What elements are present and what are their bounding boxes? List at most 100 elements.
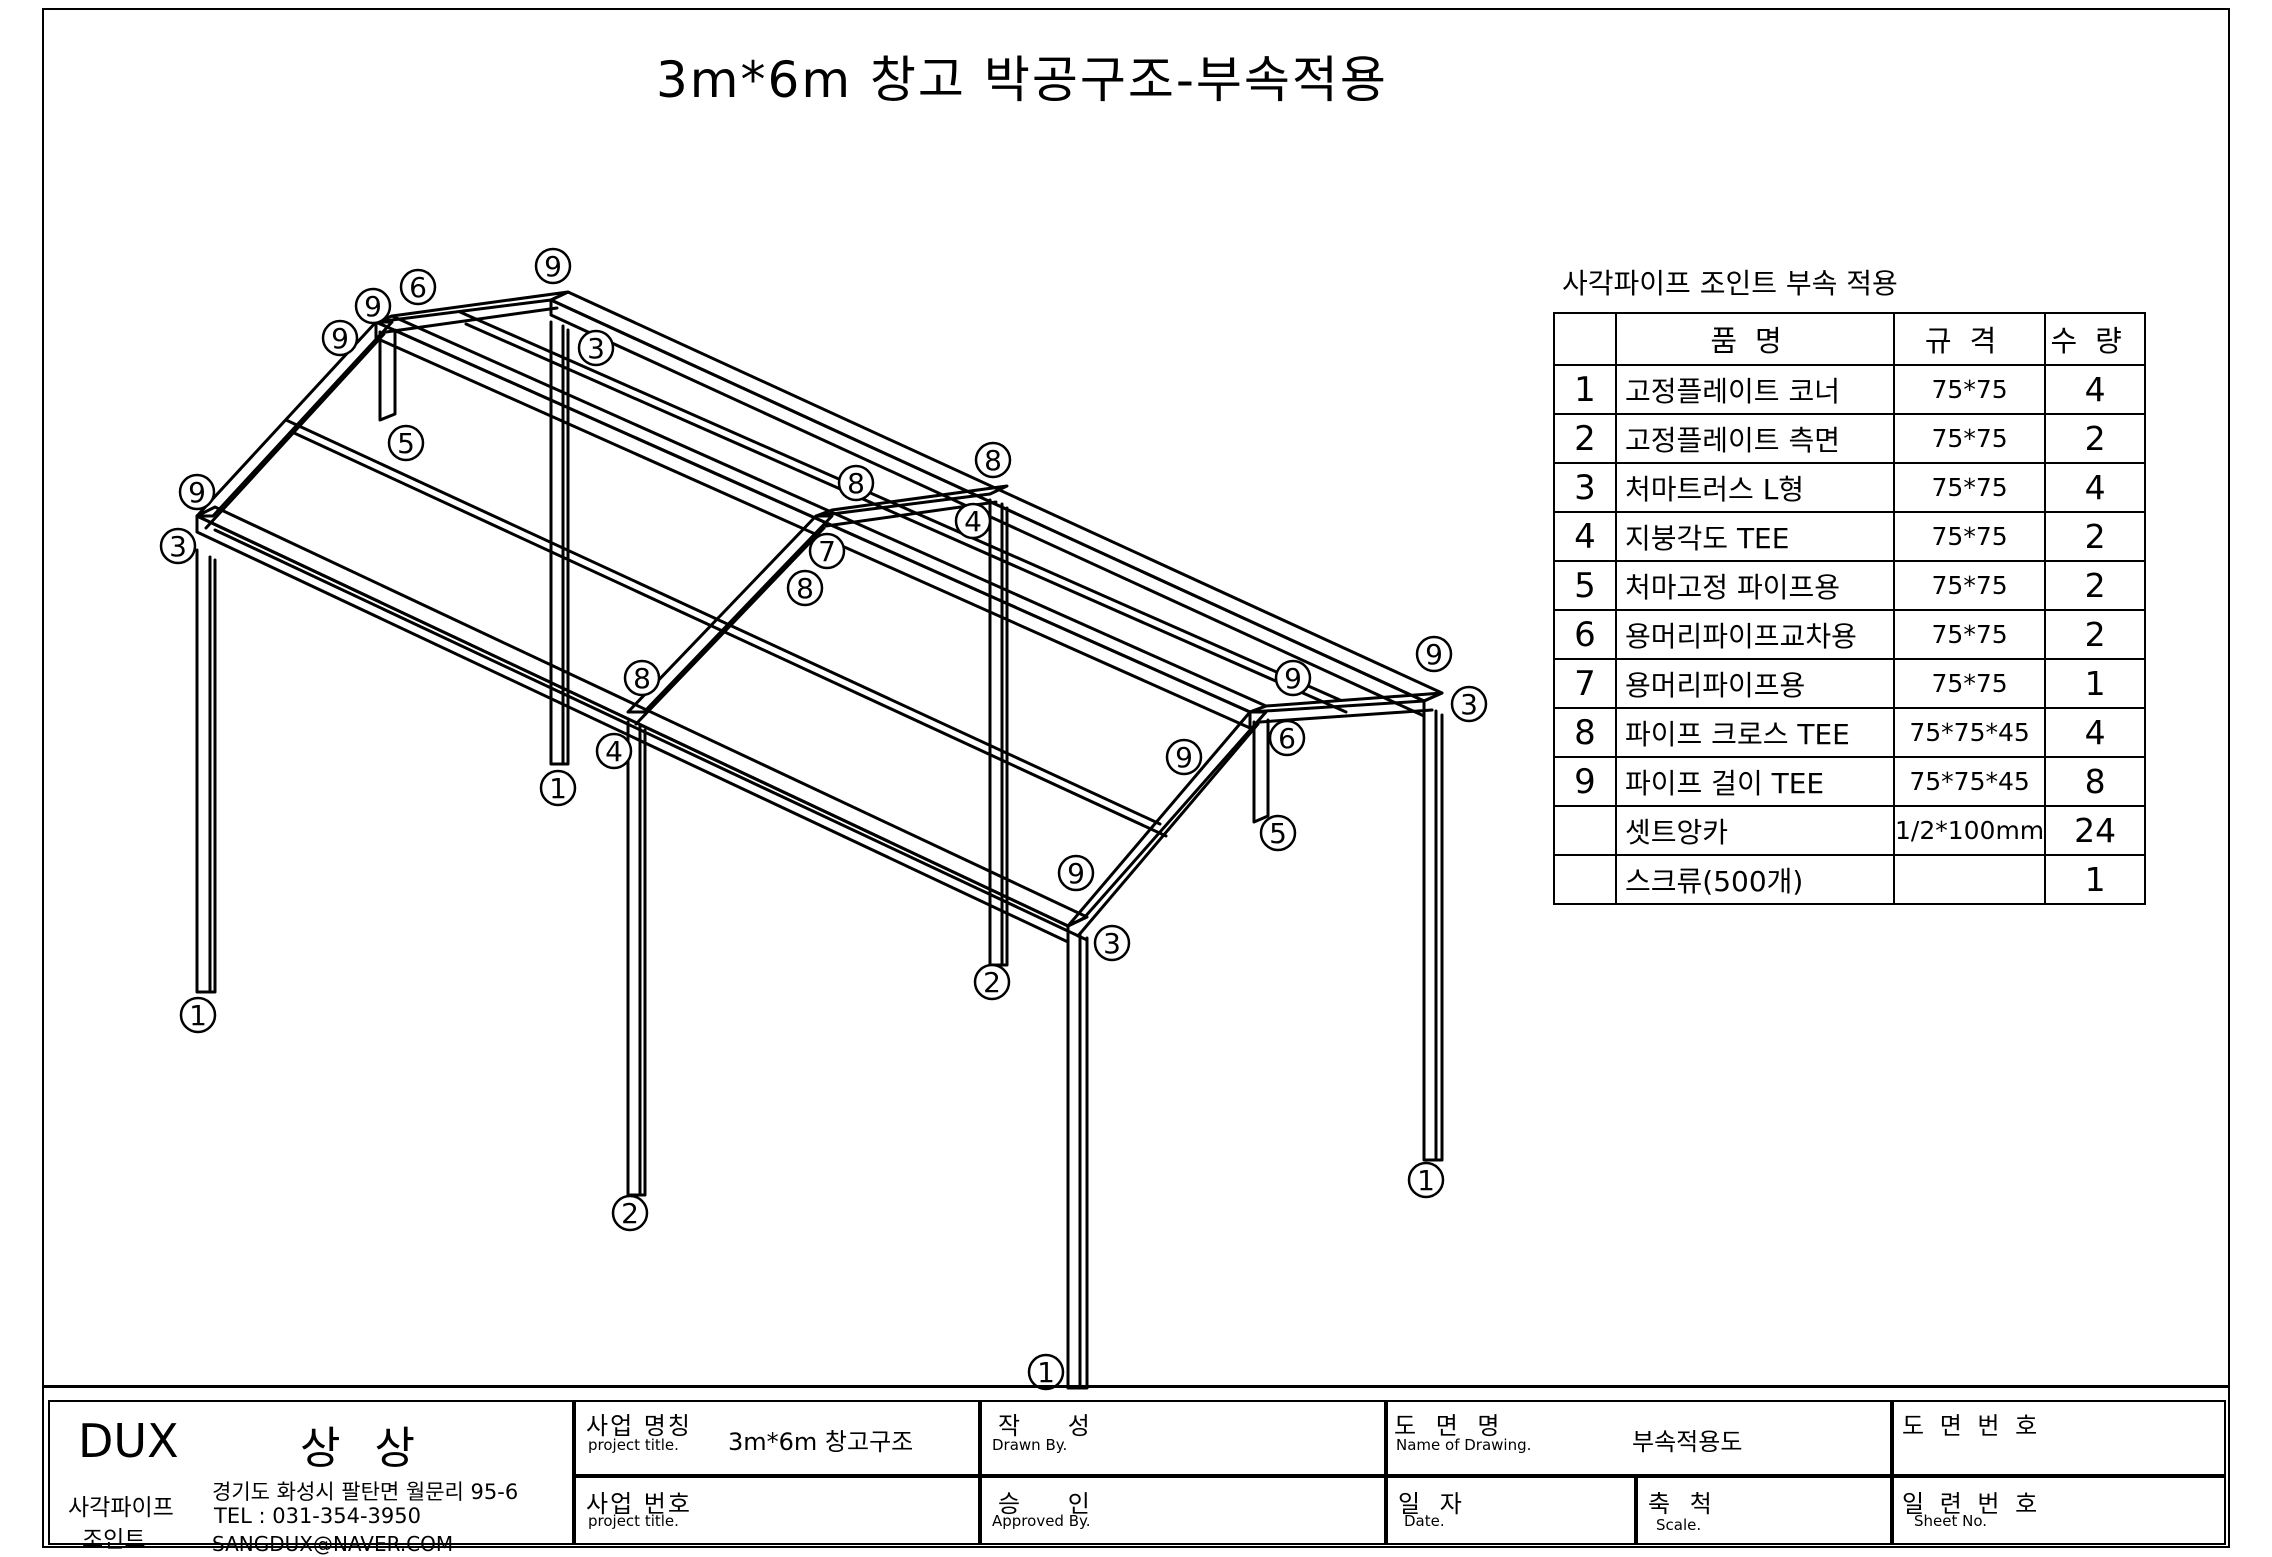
post-front-left [195, 548, 217, 994]
parts-cell-spec: 75*75 [1892, 560, 2047, 611]
callout-9: 9 [178, 473, 216, 511]
callout-3: 3 [159, 527, 197, 565]
parts-cell-qty: 1 [2044, 658, 2147, 709]
callout-1: 1 [1407, 1161, 1445, 1199]
parts-table-header-row: 품명 규격 수량 [1553, 312, 2147, 366]
parts-cell-name: 용머리파이프용 [1615, 658, 1895, 709]
parts-cell-spec: 75*75 [1892, 413, 2047, 464]
parts-cell-spec: 75*75 [1892, 609, 2047, 660]
parts-cell-no: 5 [1553, 560, 1617, 611]
parts-cell-spec [1892, 854, 2047, 905]
post-front-middle [626, 720, 647, 1197]
parts-cell-qty: 4 [2044, 707, 2147, 758]
callout-8: 8 [837, 464, 875, 502]
parts-cell-name: 고정플레이트 코너 [1615, 364, 1895, 415]
project-name-label: 사업 명칭 [586, 1412, 692, 1440]
callout-8: 8 [623, 659, 661, 697]
project-no-box [574, 1476, 980, 1545]
project-name-value: 3m*6m 창고구조 [728, 1428, 914, 1456]
parts-cell-qty: 2 [2044, 609, 2147, 660]
drawing-name-label: 도 면 명 [1394, 1412, 1506, 1440]
callout-number: 9 [1067, 857, 1085, 890]
parts-cell-spec: 75*75 [1892, 511, 2047, 562]
parts-cell-name: 처마고정 파이프용 [1615, 560, 1895, 611]
callout-circle [1093, 924, 1131, 962]
callout-9: 9 [1274, 659, 1312, 697]
callout-circle [577, 329, 615, 367]
callout-number: 5 [397, 427, 415, 460]
callout-circle [539, 769, 577, 807]
callout-circle [1057, 854, 1095, 892]
sheet-no-label: 일 련 번 호 [1902, 1490, 2042, 1518]
col-spec: 규격 [1892, 312, 2047, 366]
callout-7: 7 [808, 532, 846, 570]
parts-cell-spec: 75*75*45 [1892, 707, 2047, 758]
callout-circle [354, 287, 392, 325]
callout-number: 9 [1425, 638, 1443, 671]
callout-circle [179, 996, 217, 1034]
callout-circle [534, 247, 572, 285]
parts-cell-qty: 24 [2044, 805, 2147, 856]
callout-circle [1027, 1353, 1065, 1391]
callout-6: 6 [1268, 719, 1306, 757]
callout-circle [1274, 659, 1312, 697]
parts-cell-no: 2 [1553, 413, 1617, 464]
callout-circle [808, 532, 846, 570]
date-en: Date. [1404, 1512, 1445, 1530]
callout-number: 9 [1284, 662, 1302, 695]
parts-table-heading: 사각파이프 조인트 부속 적용 [1562, 267, 1898, 300]
eave-beam-front [195, 505, 1089, 944]
purlin-front [284, 418, 1168, 838]
project-name-box [574, 1400, 980, 1476]
callout-number: 5 [1269, 817, 1287, 850]
parts-cell-qty: 2 [2044, 560, 2147, 611]
project-no-label: 사업 번호 [586, 1490, 692, 1518]
callout-number: 8 [796, 572, 814, 605]
sheet-no-box [1892, 1476, 2226, 1545]
drawn-label: 작 성 [998, 1412, 1110, 1440]
parts-cell-no: 7 [1553, 658, 1617, 709]
parts-cell-qty: 8 [2044, 756, 2147, 807]
callout-3: 3 [1450, 685, 1488, 723]
company-email: SANGDUX@NAVER.COM [212, 1532, 454, 1556]
callout-number: 9 [331, 322, 349, 355]
callout-number: 6 [409, 271, 427, 304]
post-back-right [1422, 705, 1444, 1162]
callout-circle [321, 319, 359, 357]
parts-cell-spec: 75*75 [1892, 658, 2047, 709]
parts-cell-qty: 1 [2044, 854, 2147, 905]
callout-circle [1450, 685, 1488, 723]
parts-table-row: 스크류(500개)1 [1553, 854, 2147, 905]
callout-9: 9 [1415, 635, 1453, 673]
parts-cell-no: 9 [1553, 756, 1617, 807]
callout-9: 9 [1165, 738, 1203, 776]
callout-number: 9 [1175, 741, 1193, 774]
drawn-box [980, 1400, 1386, 1476]
parts-cell-no: 6 [1553, 609, 1617, 660]
drawn-en: Drawn By. [992, 1436, 1068, 1454]
drawing-name-en: Name of Drawing. [1396, 1436, 1532, 1454]
callout-number: 2 [983, 966, 1001, 999]
parts-cell-name: 처마트러스 L형 [1615, 462, 1895, 513]
callout-circle [1268, 719, 1306, 757]
post-front-right [1066, 928, 1089, 1390]
parts-cell-no: 3 [1553, 462, 1617, 513]
callout-8: 8 [974, 441, 1012, 479]
callout-number: 1 [549, 772, 567, 805]
callout-2: 2 [973, 963, 1011, 1001]
parts-cell-spec: 1/2*100mm [1892, 805, 2047, 856]
callout-circle [387, 424, 425, 462]
callout-circle [1407, 1161, 1445, 1199]
parts-cell-no [1553, 805, 1617, 856]
callout-number: 4 [964, 505, 982, 538]
parts-cell-no: 8 [1553, 707, 1617, 758]
callout-number: 9 [188, 476, 206, 509]
callout-number: 6 [1278, 722, 1296, 755]
callout-1: 1 [179, 996, 217, 1034]
callout-3: 3 [1093, 924, 1131, 962]
parts-cell-name: 파이프 크로스 TEE [1615, 707, 1895, 758]
